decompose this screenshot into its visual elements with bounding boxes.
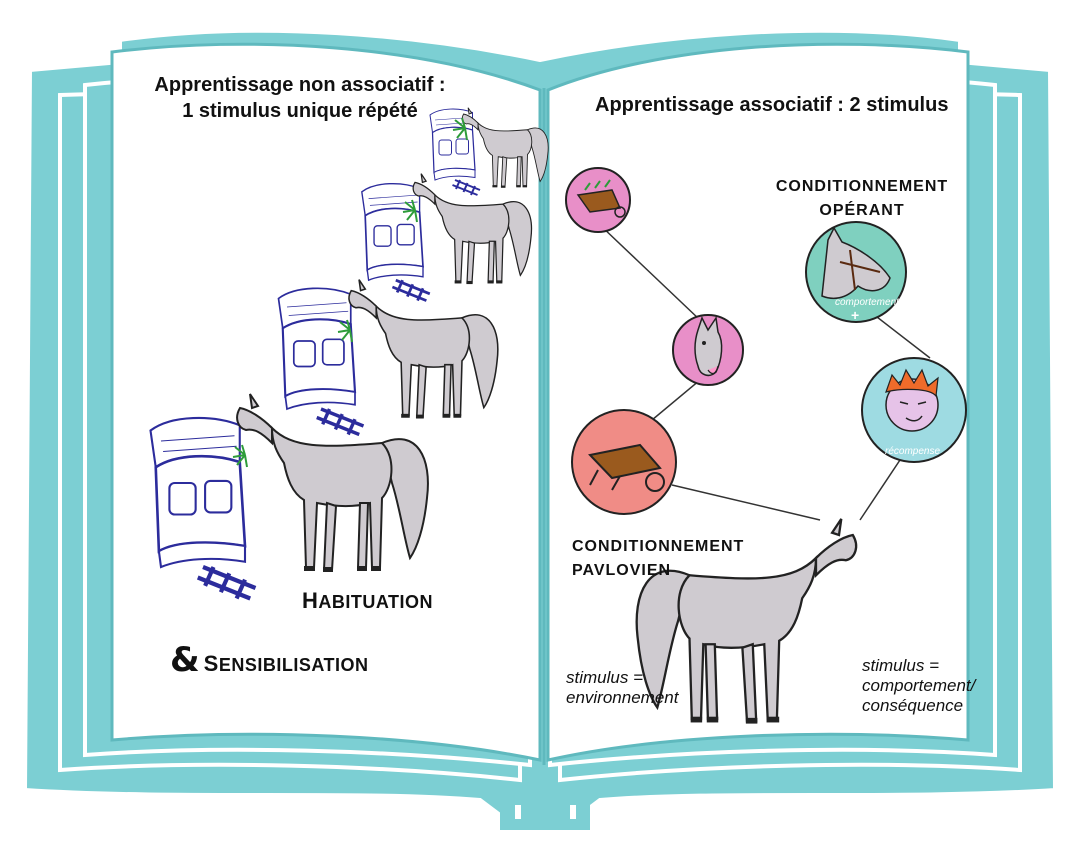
comportement-label: comportement	[835, 297, 900, 308]
stimulus-env-line2: environnement	[566, 688, 678, 708]
reward-person-circle: récompense	[862, 358, 966, 462]
habituation-label: HABITUATION	[302, 588, 433, 614]
operant-label: CONDITIONNEMENT OPÉRANT	[772, 175, 952, 223]
sensibilisation-rest: ENSIBILISATION	[219, 655, 369, 675]
bridle-horse-circle: comportement +	[806, 222, 906, 323]
recompense-label: récompense	[885, 446, 940, 457]
sensibilisation-label: & SENSIBILISATION	[170, 640, 369, 680]
stimulus-comp-line3: conséquence	[862, 696, 975, 716]
stimulus-comp-line2: comportement/	[862, 676, 975, 696]
habituation-initial: H	[302, 588, 318, 613]
wheelbarrow-small-circle	[566, 168, 630, 232]
associative-title: Apprentissage associatif : 2 stimulus	[595, 92, 955, 118]
pavlov-label: CONDITIONNEMENT PAVLOVIEN	[572, 535, 744, 583]
nonassociative-title-line2: 1 stimulus unique répété	[150, 98, 450, 124]
habituation-rest: ABITUATION	[318, 592, 433, 612]
stimulus-behaviour: stimulus = comportement/ conséquence	[862, 656, 975, 716]
pavlov-line2: PAVLOVIEN	[572, 559, 744, 583]
ampersand: &	[170, 640, 200, 680]
operant-line1: CONDITIONNEMENT	[772, 175, 952, 199]
operant-line2: OPÉRANT	[772, 199, 952, 223]
wheelbarrow-large-circle	[572, 410, 676, 514]
nonassociative-title: Apprentissage non associatif : 1 stimulu…	[150, 72, 450, 124]
pavlov-line1: CONDITIONNEMENT	[572, 535, 744, 559]
horse-face-circle	[673, 315, 743, 385]
stimulus-environment: stimulus = environnement	[566, 668, 678, 708]
stimulus-comp-line1: stimulus =	[862, 656, 975, 676]
stimulus-env-line1: stimulus =	[566, 668, 678, 688]
plus-sign: +	[851, 307, 859, 323]
sensibilisation-initial: S	[204, 651, 219, 676]
nonassociative-title-line1: Apprentissage non associatif :	[150, 72, 450, 98]
